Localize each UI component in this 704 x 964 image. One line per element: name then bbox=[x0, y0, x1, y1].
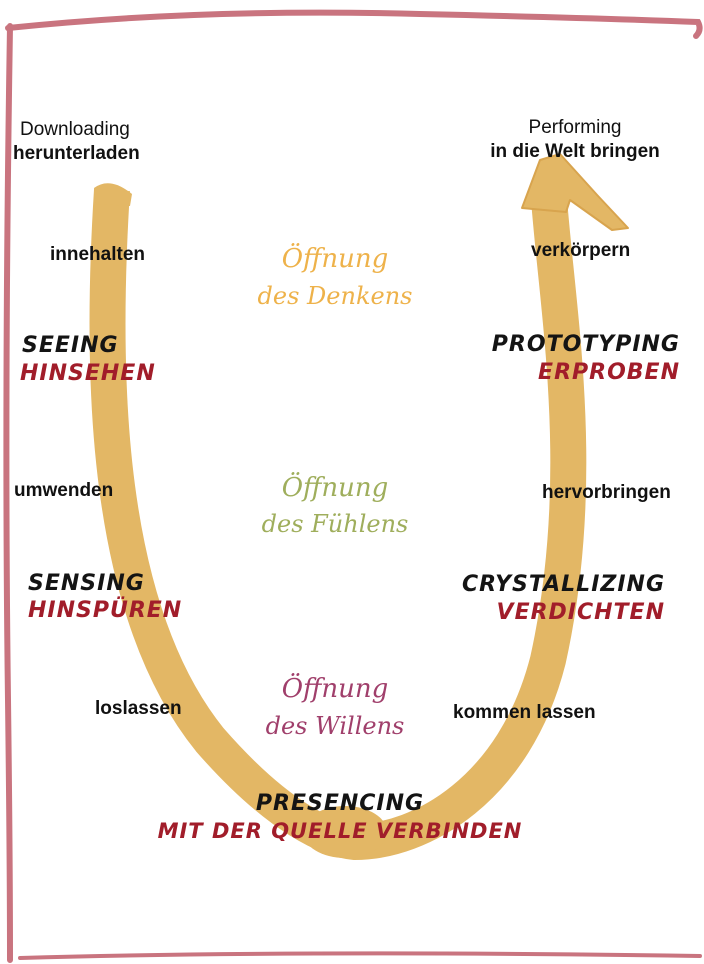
kommen-lassen-label: kommen lassen bbox=[453, 702, 596, 723]
u-arrow-start bbox=[94, 183, 132, 206]
sensing-label: Sensing bbox=[28, 571, 145, 596]
oeffnung-willen-line1: Öffnung bbox=[281, 674, 389, 704]
hinspueren-label: hinspüren bbox=[28, 598, 183, 623]
innehalten-label: innehalten bbox=[50, 244, 146, 265]
downloading-label: Downloading bbox=[20, 119, 130, 140]
oeffnung-fuehlen-line2: des Fühlens bbox=[261, 510, 409, 538]
prototyping-label: Prototyping bbox=[491, 332, 680, 357]
crystallizing-label: Crystallizing bbox=[462, 572, 665, 597]
oeffnung-denken-line1: Öffnung bbox=[281, 244, 389, 274]
oeffnung-fuehlen-line1: Öffnung bbox=[281, 473, 389, 503]
verkoerpern-label: verkörpern bbox=[531, 240, 631, 261]
in-die-welt-bringen-label: in die Welt bringen bbox=[490, 141, 660, 162]
frame-bottom-line bbox=[18, 951, 702, 960]
performing-label: Performing bbox=[528, 117, 622, 138]
frame-left-line bbox=[3, 23, 13, 963]
hervorbringen-label: hervorbringen bbox=[542, 482, 671, 503]
mit-der-quelle-verbinden-label: Mit der Quelle verbinden bbox=[157, 819, 523, 843]
presencing-bulge bbox=[303, 806, 387, 858]
verdichten-label: verdichten bbox=[496, 600, 665, 625]
loslassen-label: loslassen bbox=[95, 698, 182, 719]
herunterladen-label: herunterladen bbox=[13, 143, 140, 164]
hinsehen-label: hinsehen bbox=[20, 361, 156, 386]
seeing-label: Seeing bbox=[22, 333, 119, 358]
frame-top-line bbox=[5, 9, 703, 39]
oeffnung-willen-line2: des Willens bbox=[265, 712, 405, 740]
u-arrow-head bbox=[521, 153, 629, 231]
erproben-label: erproben bbox=[538, 360, 680, 385]
oeffnung-denken-line2: des Denkens bbox=[257, 282, 413, 310]
presencing-label: Presencing bbox=[255, 791, 425, 816]
umwenden-label: umwenden bbox=[14, 480, 114, 501]
